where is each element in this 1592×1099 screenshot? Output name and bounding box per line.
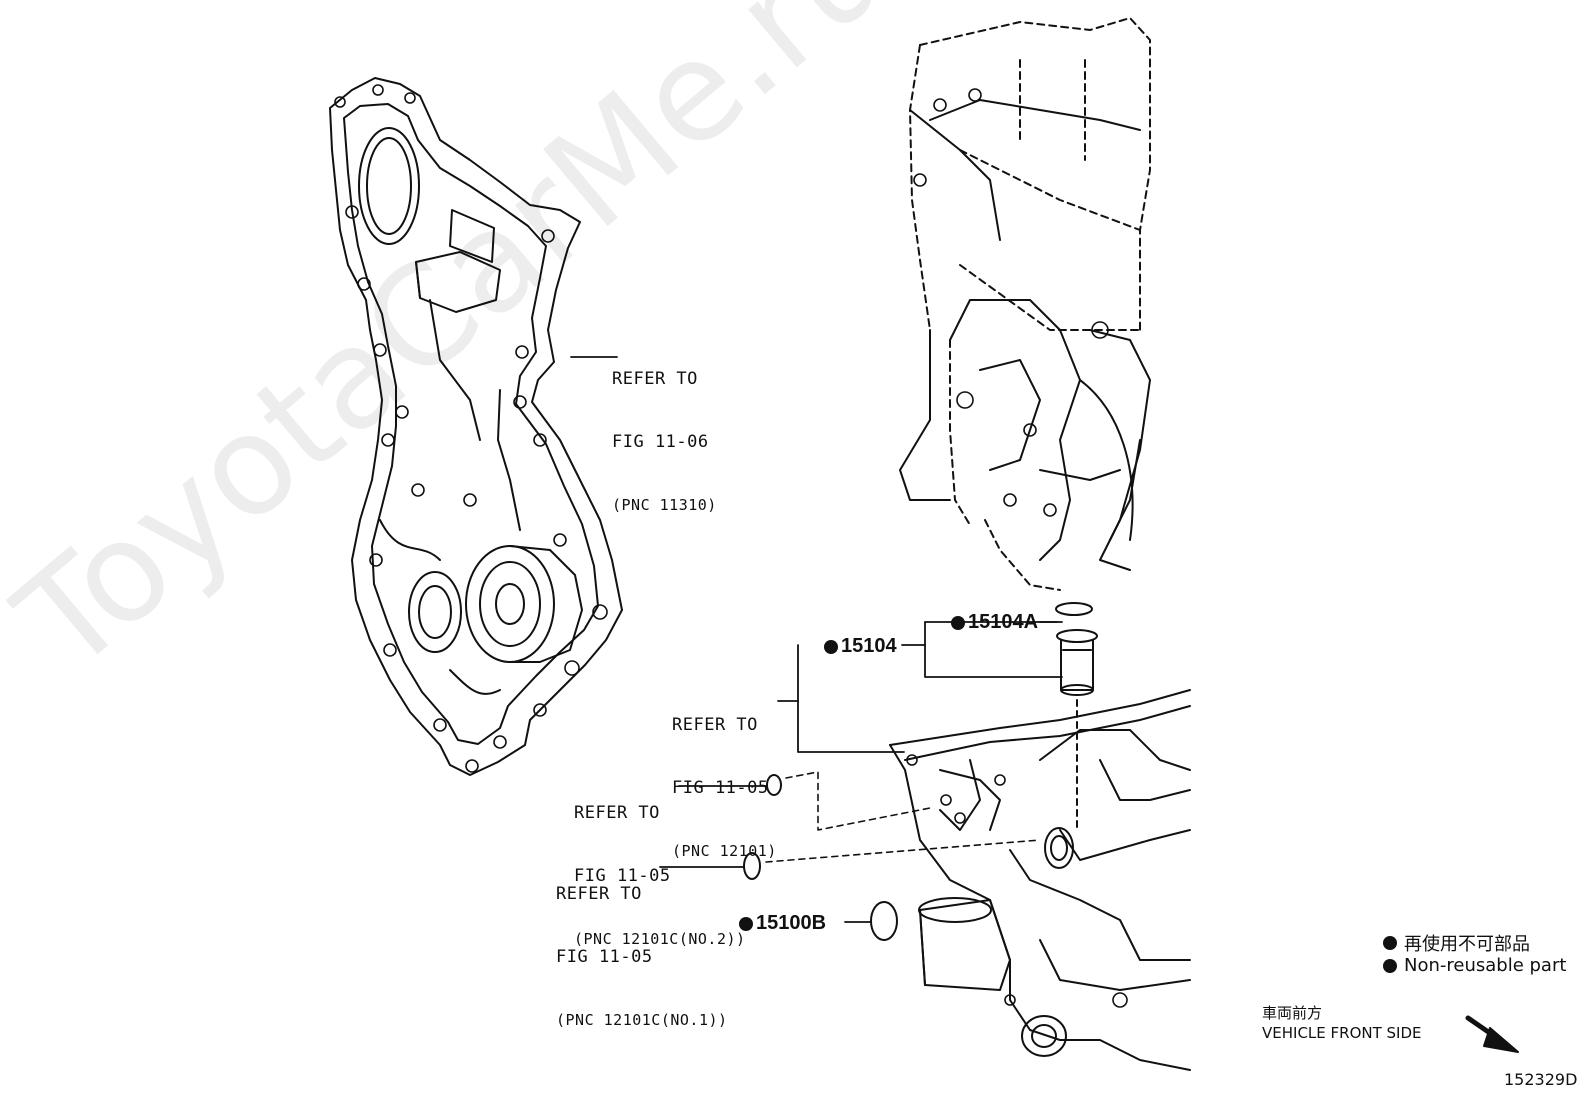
part-15100B-callout[interactable]: 15100B bbox=[739, 912, 826, 935]
part-number: 15100B bbox=[756, 912, 827, 934]
ref-line: REFER TO bbox=[574, 803, 660, 823]
vehicle-front-arrow bbox=[1465, 1015, 1519, 1053]
part-number: 15104A bbox=[968, 611, 1039, 633]
ref-line: FIG 11-05 bbox=[556, 947, 653, 967]
oil-pan-drawing bbox=[889, 689, 1191, 1071]
vehicle-front-en: VEHICLE FRONT SIDE bbox=[1262, 1024, 1422, 1042]
ref-oring-no2[interactable]: REFER TO FIG 11-05 (PNC 12101C(NO.2)) bbox=[574, 761, 746, 992]
ref-line: (PNC 12101C(NO.1)) bbox=[556, 1011, 728, 1029]
ref-engine-block[interactable]: REFER TO FIG 11-05 (PNC 12101) bbox=[672, 673, 777, 904]
leader-lines bbox=[570, 356, 1063, 923]
ref-line: FIG 11-06 bbox=[612, 432, 709, 452]
legend-text-jp: 再使用不可部品 bbox=[1404, 934, 1530, 955]
legend-jp: 再使用不可部品 bbox=[1383, 930, 1530, 956]
non-reusable-dot-icon bbox=[1383, 958, 1397, 973]
o-rings-drawing bbox=[743, 771, 1041, 941]
ref-line: (PNC 12101) bbox=[672, 842, 777, 860]
non-reusable-dot-icon bbox=[824, 639, 838, 654]
non-reusable-dot-icon bbox=[739, 916, 753, 931]
ref-line: REFER TO bbox=[612, 369, 698, 389]
figure-id: 152329D bbox=[1504, 1070, 1578, 1089]
ref-oring-no1[interactable]: REFER TO FIG 11-05 (PNC 12101C(NO.1)) bbox=[556, 842, 728, 1073]
ref-line: (PNC 11310) bbox=[612, 496, 717, 514]
part-15104A-callout[interactable]: 15104A bbox=[951, 611, 1038, 634]
ref-timing-cover[interactable]: REFER TO FIG 11-06 (PNC 11310) bbox=[612, 327, 717, 558]
ref-line: REFER TO bbox=[672, 715, 758, 735]
legend-text-en: Non-reusable part bbox=[1404, 955, 1567, 976]
ref-line: FIG 11-05 bbox=[574, 866, 671, 886]
engine-block-drawing bbox=[899, 17, 1151, 591]
part-15104-callout[interactable]: 15104 bbox=[824, 635, 897, 658]
legend-en: Non-reusable part bbox=[1383, 955, 1566, 976]
non-reusable-dot-icon bbox=[1383, 936, 1397, 950]
timing-cover-drawing bbox=[329, 77, 623, 776]
ref-line: FIG 11-05 bbox=[672, 778, 769, 798]
part-number: 15104 bbox=[841, 635, 897, 657]
non-reusable-dot-icon bbox=[951, 615, 965, 630]
ref-line: REFER TO bbox=[556, 884, 642, 904]
ref-line: (PNC 12101C(NO.2)) bbox=[574, 930, 746, 948]
vehicle-front-jp: 車両前方 bbox=[1262, 1004, 1323, 1022]
part-15104-drawing bbox=[1055, 602, 1098, 831]
